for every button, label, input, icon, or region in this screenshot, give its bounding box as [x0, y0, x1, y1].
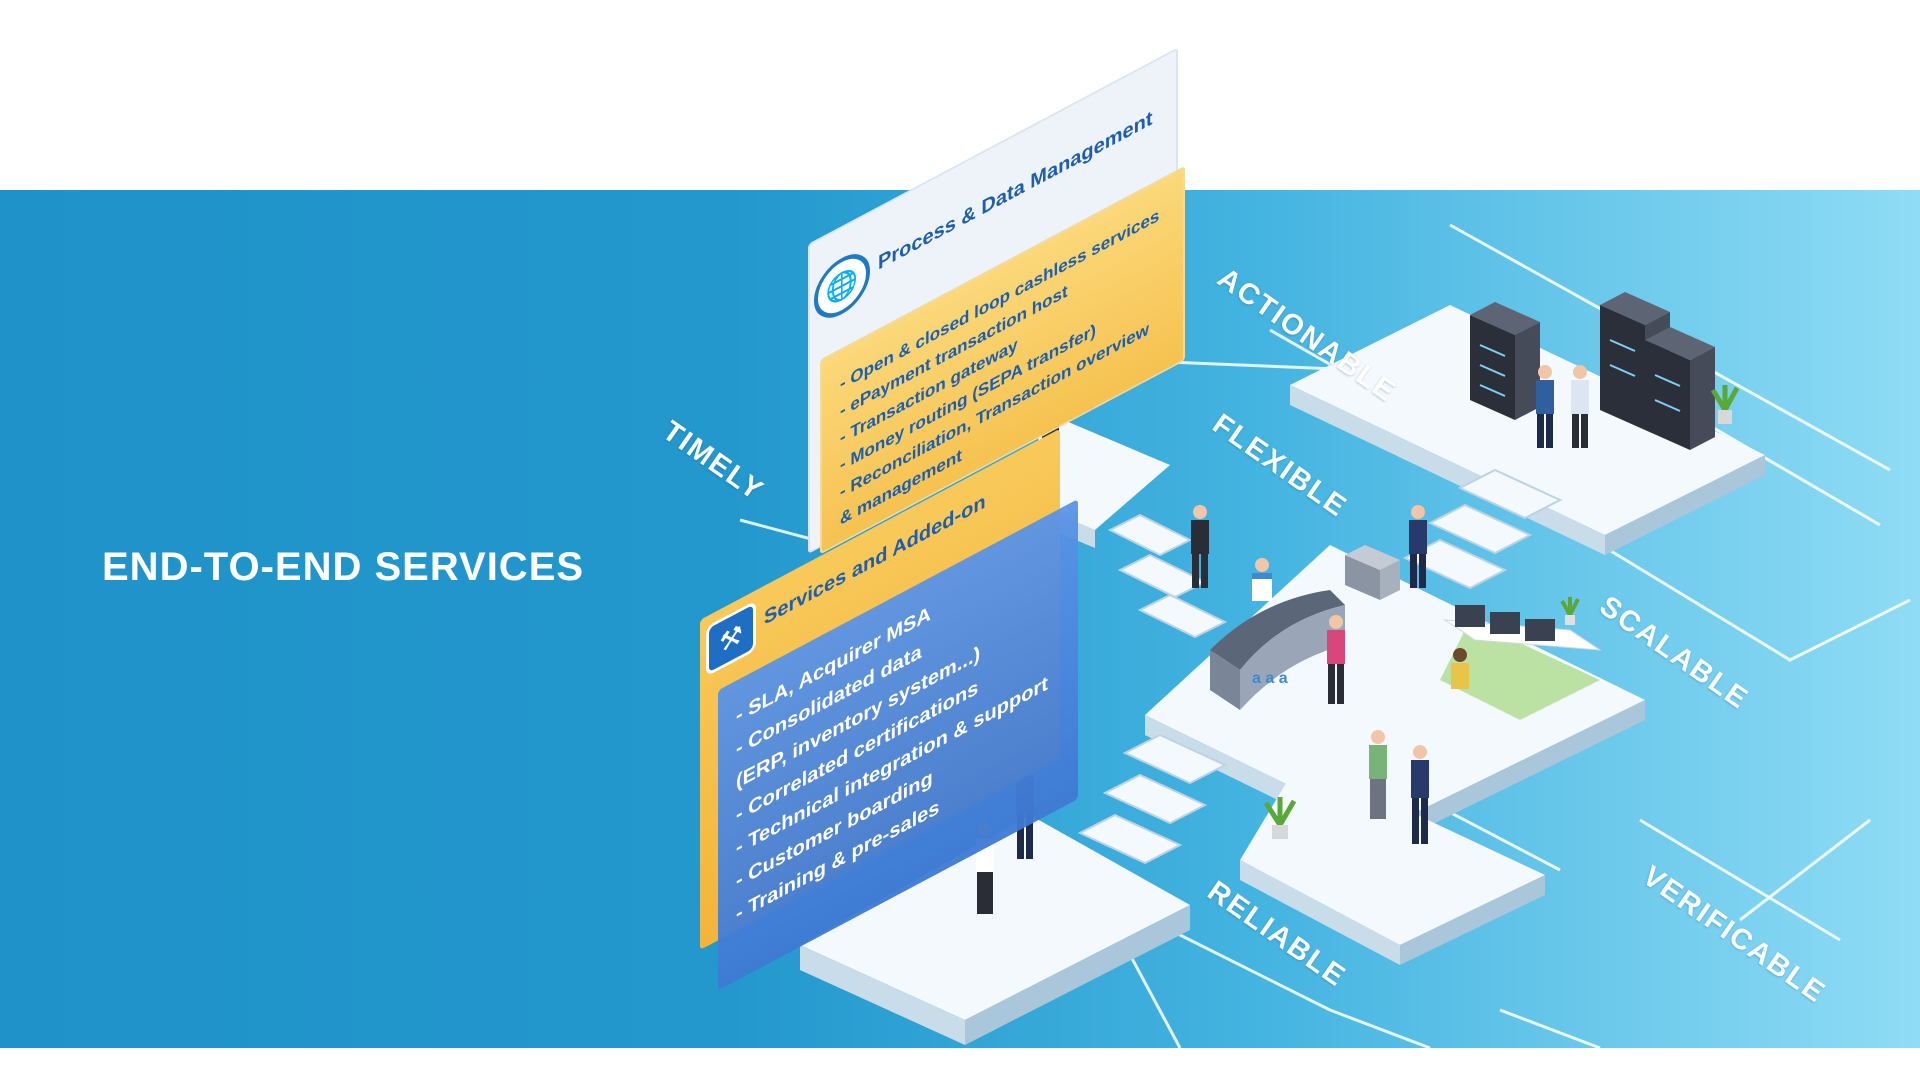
reception-desk: a a a	[1210, 590, 1345, 710]
steps	[1077, 468, 1563, 865]
platform-meeting	[1240, 760, 1545, 965]
plant-icons	[1263, 385, 1740, 839]
server-racks	[1470, 292, 1715, 450]
svg-text:a a a: a a a	[1252, 670, 1288, 687]
storage-cabinet	[1345, 545, 1400, 600]
workstation	[1440, 605, 1602, 720]
platform-front	[800, 815, 1190, 1045]
page-headline: END-TO-END SERVICES	[102, 545, 585, 589]
